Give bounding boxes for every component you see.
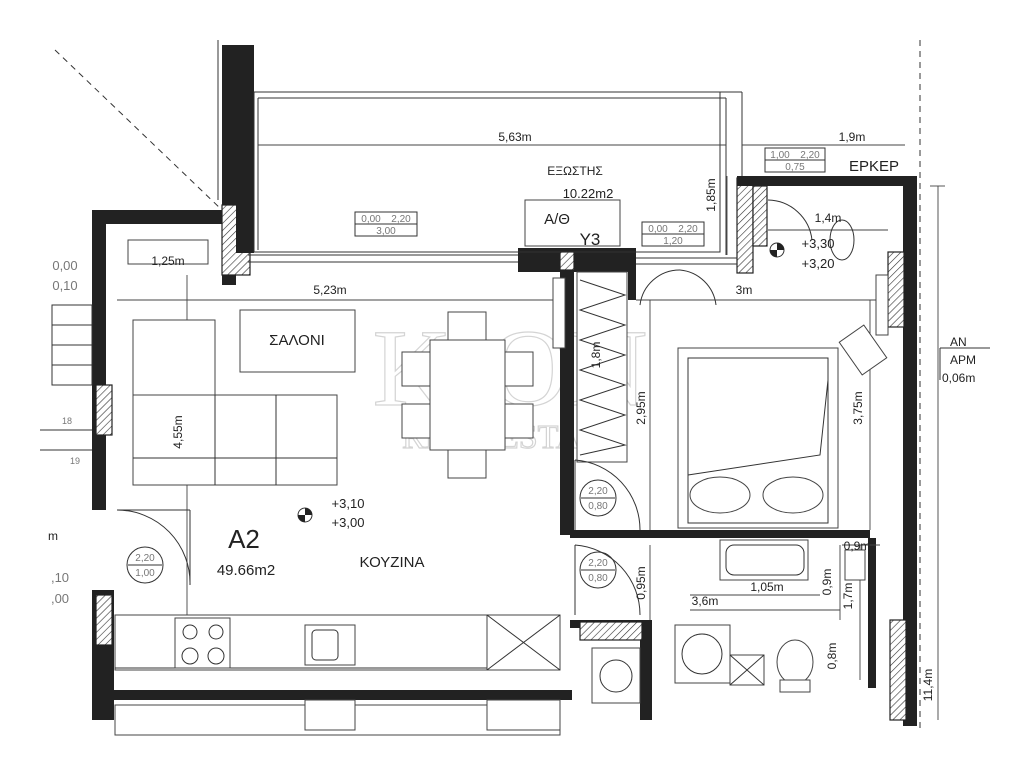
door-entry-bottom: 1,00 — [135, 568, 155, 579]
level-main-bottom: +3,00 — [332, 515, 365, 530]
door-entry-top: 2,20 — [135, 553, 155, 564]
opening3-top-a: 0,00 — [648, 224, 668, 235]
dim-0-9-side: 0,9m — [820, 569, 834, 596]
dim-3-6: 3,6m — [692, 594, 719, 608]
living-furniture — [127, 199, 621, 486]
balcony-outline — [248, 91, 743, 265]
labels: ΕΞΩΣΤΗΣ 10.22m2 ΕΡΚΕΡ ΣΑΛΟΝΙ ΚΟΥΖΙΝΑ Α2 … — [48, 130, 976, 701]
door-bath-bottom: 0,80 — [588, 573, 608, 584]
doors — [116, 199, 855, 616]
level-bay-top: +3,30 — [802, 236, 835, 251]
bay-name: ΕΡΚΕΡ — [849, 158, 899, 175]
walls — [92, 45, 917, 726]
opening3-bottom: 1,20 — [663, 236, 683, 247]
opening3-top-b: 2,20 — [678, 224, 698, 235]
level-main-top: +3,10 — [332, 496, 365, 511]
opening5-top: ,10 — [51, 570, 69, 585]
kitchen-counter — [114, 614, 561, 736]
level-bay-bottom: +3,20 — [802, 256, 835, 271]
sofa-main — [132, 394, 338, 486]
edge-text-2: ΑΡΜ — [950, 353, 976, 367]
level-markers — [297, 242, 785, 523]
door-bedroom-bottom: 0,80 — [588, 501, 608, 512]
ac-label: Α/Θ — [544, 211, 570, 228]
stair-19: 19 — [70, 456, 80, 466]
dim-1-85: 1,85m — [704, 178, 718, 211]
washer — [674, 624, 731, 684]
opening2-bottom: 3,00 — [376, 226, 396, 237]
opening-tag-boxes — [126, 147, 990, 589]
dim-1-4: 1,4m — [815, 211, 842, 225]
opening2-top-b: 2,20 — [391, 214, 411, 225]
edge-text-m: m — [48, 529, 58, 543]
dim-1-9: 1,9m — [839, 130, 866, 144]
dim-1-05: 1,05m — [750, 580, 783, 594]
dim-1-7: 1,7m — [841, 583, 855, 610]
dim-3-75: 3,75m — [851, 391, 865, 424]
opening1-top-b: 2,20 — [800, 150, 820, 161]
living-label-box — [239, 309, 356, 373]
opening2-top-a: 0,00 — [361, 214, 381, 225]
bedroom-furniture — [677, 274, 889, 529]
edge-text-1: ΑΝ — [950, 335, 967, 349]
window-code: Υ3 — [580, 230, 601, 249]
dim-3: 3m — [736, 283, 753, 297]
door-bath-top: 2,20 — [588, 558, 608, 569]
opening1-bottom: 0,75 — [785, 162, 805, 173]
opening4-bottom: 0,10 — [52, 278, 77, 293]
dim-1-8: 1,8m — [589, 342, 603, 369]
dim-11-4: 11,4m — [921, 669, 935, 701]
sink — [304, 624, 356, 666]
dim-0-9-top: 0,9m — [844, 539, 871, 553]
kitchen-name: ΚΟΥΖΙΝΑ — [360, 554, 425, 571]
bathtub — [719, 539, 809, 581]
apartment-area: 49.66m2 — [217, 562, 275, 579]
dim-1-25: 1,25m — [151, 254, 184, 268]
living-name: ΣΑΛΟΝΙ — [269, 332, 325, 349]
dim-0-95: 0,95m — [634, 566, 648, 599]
dim-0-06: 0,06m — [942, 371, 975, 385]
stair-18: 18 — [62, 416, 72, 426]
washer2 — [591, 647, 641, 704]
dim-4-55: 4,55m — [171, 415, 185, 448]
ac-unit — [524, 199, 621, 247]
dim-2-95: 2,95m — [634, 391, 648, 424]
guide-lines — [54, 40, 921, 730]
opening5-bottom: ,00 — [51, 591, 69, 606]
opening4-top: 0,00 — [52, 258, 77, 273]
dining-table — [429, 339, 506, 451]
dim-5-23: 5,23m — [313, 283, 346, 297]
apartment-code: Α2 — [228, 524, 260, 554]
opening1-top-a: 1,00 — [770, 150, 790, 161]
bathroom-fixtures — [591, 539, 866, 704]
door-bedroom-top: 2,20 — [588, 486, 608, 497]
tv-unit-left — [127, 239, 209, 265]
stairs — [40, 304, 93, 451]
balcony-area: 10.22m2 — [563, 186, 614, 201]
dim-5-63: 5,63m — [498, 130, 531, 144]
dim-0-8: 0,8m — [825, 643, 839, 670]
wardrobe — [576, 271, 628, 463]
toilet — [776, 639, 814, 685]
balcony-name: ΕΞΩΣΤΗΣ — [547, 164, 603, 178]
